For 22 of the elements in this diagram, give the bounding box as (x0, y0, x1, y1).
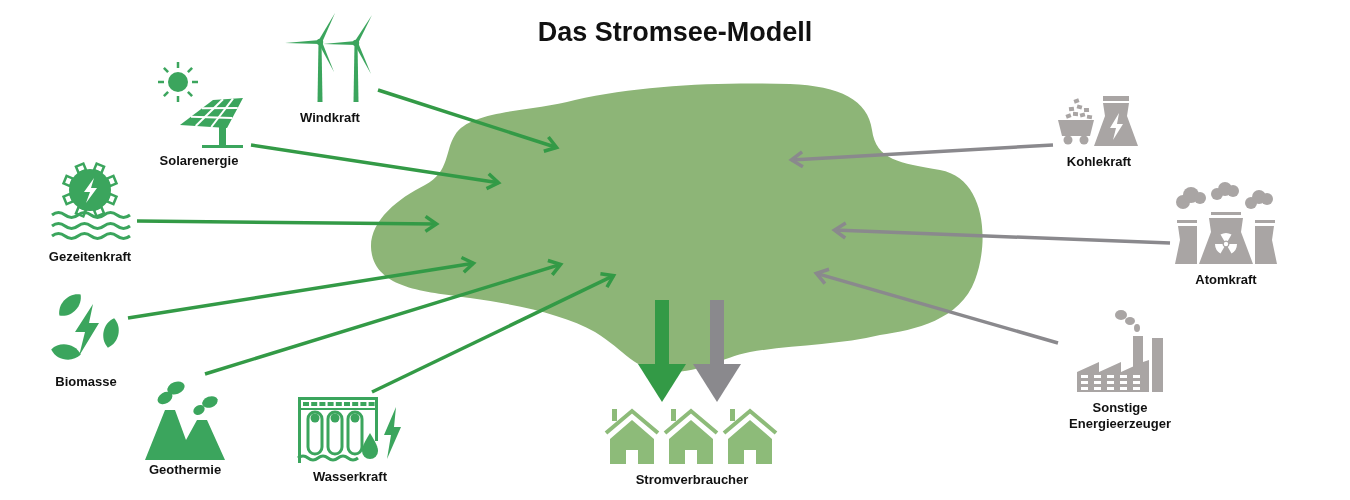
node-label: Sonstige Energieerzeuger (1068, 400, 1172, 432)
node-label: Atomkraft (1195, 272, 1257, 288)
arrow (250, 143, 501, 191)
arrow (789, 143, 1054, 169)
arrow (137, 214, 439, 234)
arrow (693, 300, 741, 402)
node-label: Wasserkraft (313, 469, 387, 485)
arrow (377, 88, 559, 153)
arrow (814, 267, 1059, 345)
arrow (371, 271, 616, 394)
node-label: Biomasse (55, 374, 117, 390)
node-label: Solarenergie (159, 153, 239, 169)
node-label: Windkraft (300, 110, 360, 126)
arrow (127, 255, 476, 320)
arrow (832, 221, 1171, 245)
arrow (638, 300, 686, 402)
node-label: Geothermie (148, 462, 222, 478)
node-label: Kohlekraft (1066, 154, 1132, 170)
node-label: Stromverbraucher (635, 472, 749, 488)
arrow (204, 258, 563, 376)
node-label: Gezeitenkraft (48, 249, 132, 265)
diagram-title: Das Stromsee-Modell (537, 16, 813, 49)
